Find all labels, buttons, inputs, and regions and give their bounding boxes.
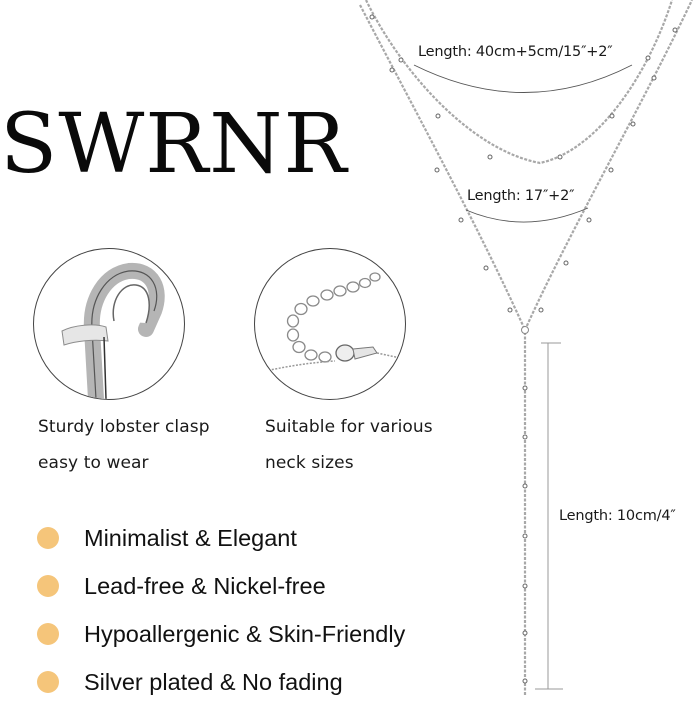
extender-chain-image [254, 248, 406, 400]
extender-chain-icon [264, 272, 405, 372]
bullet-label: Minimalist & Elegant [84, 524, 297, 551]
bullet-label: Silver plated & No fading [84, 668, 343, 695]
feature-bullet-list: Minimalist & Elegant Lead-free & Nickel-… [37, 514, 405, 706]
lobster-clasp-icon [61, 262, 165, 399]
bullet-dot-icon [37, 671, 59, 693]
feature-clasp-line1: Sturdy lobster clasp [38, 417, 210, 437]
upper-measure-arc [413, 64, 633, 93]
feature-clasp-text: Sturdy lobster clasp easy to wear [38, 409, 210, 481]
bullet-item: Hypoallergenic & Skin-Friendly [37, 610, 405, 658]
drop-length-label: Length: 10cm/4″ [559, 508, 676, 524]
upper-chain [365, 0, 674, 165]
bullet-dot-icon [37, 623, 59, 645]
brand-logo: SWRNR [0, 97, 348, 192]
bullet-dot-icon [37, 575, 59, 597]
feature-size-text: Suitable for various neck sizes [265, 409, 433, 481]
bullet-item: Lead-free & Nickel-free [37, 562, 405, 610]
middle-chain-length-label: Length: 17″+2″ [467, 188, 575, 204]
upper-chain-length-label: Length: 40cm+5cm/15″+2″ [418, 44, 613, 60]
middle-measure-arc [465, 207, 589, 223]
feature-size-line1: Suitable for various [265, 417, 433, 437]
feature-size-line2: neck sizes [265, 453, 354, 473]
bullet-item: Minimalist & Elegant [37, 514, 405, 562]
bullet-label: Lead-free & Nickel-free [84, 572, 326, 599]
bullet-dot-icon [37, 527, 59, 549]
bullet-item: Silver plated & No fading [37, 658, 405, 706]
feature-clasp-line2: easy to wear [38, 453, 149, 473]
lobster-clasp-image [33, 248, 185, 400]
bullet-label: Hypoallergenic & Skin-Friendly [84, 620, 406, 647]
